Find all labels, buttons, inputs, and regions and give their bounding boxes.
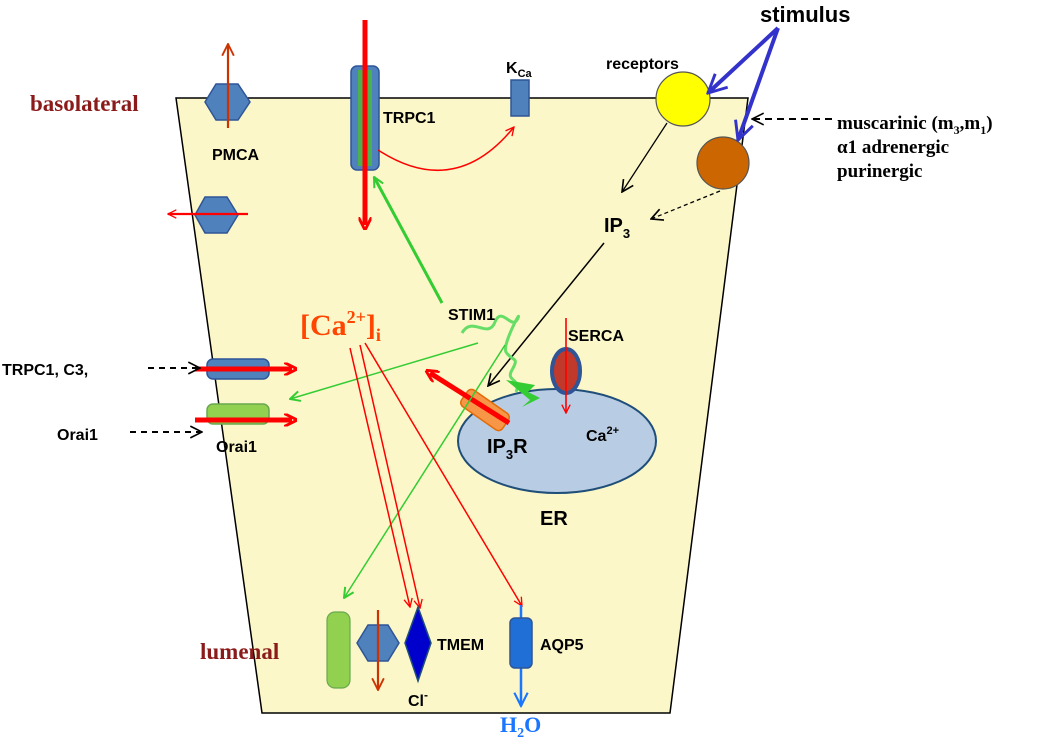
water-label: H2O bbox=[500, 712, 541, 741]
stim1-to-side-channels-arrow bbox=[290, 342, 479, 399]
orai1-side-channel bbox=[195, 403, 292, 424]
calcium-concentration-label: [Ca2+]i bbox=[300, 307, 381, 345]
stim1-to-trpc1-arrow bbox=[372, 177, 444, 304]
kca-channel bbox=[510, 79, 530, 117]
trpc1-c3-label: TRPC1, C3, bbox=[2, 362, 88, 379]
basolateral-label: basolateral bbox=[30, 91, 139, 116]
ip3r-label: IP3R bbox=[487, 436, 528, 462]
stimulus-arrow-1 bbox=[708, 26, 780, 93]
trpc1-to-kca-arrow bbox=[377, 127, 514, 172]
ip3-label: IP3 bbox=[604, 215, 630, 241]
agonist-label-line1: muscarinic (m3,m1) bbox=[837, 113, 993, 137]
pmca-pump-side bbox=[168, 196, 248, 234]
stim1-label: STIM1 bbox=[448, 307, 495, 324]
receptor-to-ip3-arrow bbox=[622, 122, 668, 192]
pmca-label: PMCA bbox=[212, 147, 260, 164]
agonist-label-line3: purinergic bbox=[837, 161, 923, 182]
receptor2-to-ip3-arrow bbox=[651, 190, 721, 219]
chloride-label: Cl- bbox=[408, 688, 428, 710]
aqp5-channel bbox=[509, 605, 533, 706]
ca-to-aqp5-arrow bbox=[364, 342, 522, 606]
stim1-coil bbox=[460, 314, 520, 393]
agonist-label-line2: α1 adrenergic bbox=[837, 137, 949, 158]
pmca-pump-lumenal bbox=[356, 610, 400, 690]
ip3-to-ip3r-arrow bbox=[488, 242, 605, 386]
stim1-anchor bbox=[506, 380, 540, 407]
ca-to-tmem-arrow bbox=[359, 344, 420, 608]
receptor-yellow bbox=[655, 71, 711, 127]
aqp5-label: AQP5 bbox=[540, 637, 584, 654]
er-label: ER bbox=[540, 508, 568, 530]
trpc1-top-label: TRPC1 bbox=[383, 110, 436, 127]
tmem-label: TMEM bbox=[437, 637, 484, 654]
receptors-label: receptors bbox=[606, 56, 679, 73]
orai1-stimulus-label: Orai1 bbox=[57, 427, 98, 444]
serca-label: SERCA bbox=[568, 328, 624, 345]
stimulus-label: stimulus bbox=[760, 2, 850, 27]
er-calcium-label: Ca2+ bbox=[586, 425, 619, 445]
stimulus-arrow-2 bbox=[738, 27, 780, 140]
ca-to-pmca-lumenal-arrow bbox=[349, 347, 410, 607]
orai-lumenal-channel bbox=[326, 611, 351, 689]
stim1-to-lumenal-arrow bbox=[344, 344, 506, 598]
ip3r-release-arrow bbox=[430, 373, 511, 426]
receptor-orange bbox=[696, 136, 750, 190]
tmem-channel bbox=[404, 604, 432, 684]
orai1-channel-label: Orai1 bbox=[216, 439, 257, 456]
kca-label: KCa bbox=[506, 60, 533, 80]
trpc1-channel-top bbox=[350, 20, 380, 225]
trpc-side-channel bbox=[195, 358, 292, 380]
lumenal-label: lumenal bbox=[200, 639, 279, 664]
pmca-pump-top bbox=[204, 44, 251, 128]
